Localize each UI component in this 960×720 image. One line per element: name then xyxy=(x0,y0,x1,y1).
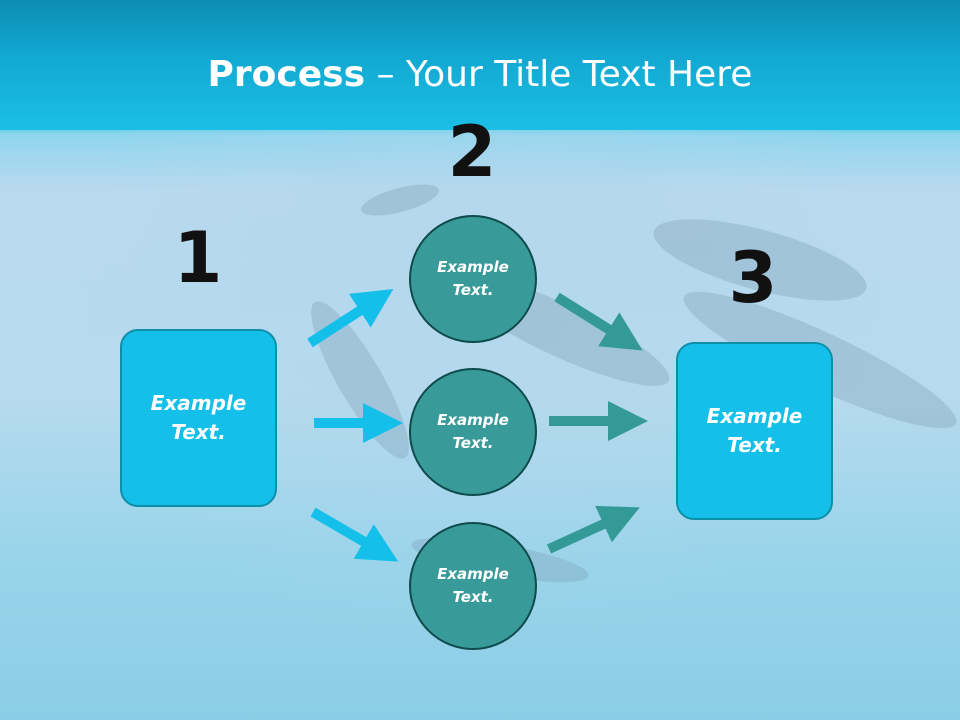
arrow-top-to-right xyxy=(554,292,643,351)
step-number-1: 1 xyxy=(173,217,223,299)
step-number-3: 3 xyxy=(728,237,778,319)
left-box-text: Example Text. xyxy=(150,391,247,444)
left-box: Example Text. xyxy=(120,329,277,507)
right-box-text: Example Text. xyxy=(706,404,803,457)
title-rest: – Your Title Text Here xyxy=(365,54,753,95)
circle-middle: Example Text. xyxy=(409,368,537,496)
circle-bottom: Example Text. xyxy=(409,522,537,650)
circle-bottom-text: Example Text. xyxy=(437,565,509,606)
arrow-left-to-top xyxy=(307,288,394,348)
right-box: Example Text. xyxy=(676,342,833,520)
circle-middle-text: Example Text. xyxy=(437,411,509,452)
arrow-bottom-to-right xyxy=(546,505,640,554)
step-number-2: 2 xyxy=(447,111,497,193)
title-bold: Process xyxy=(207,54,366,95)
title-band xyxy=(0,0,960,130)
slide-title: Process – Your Title Text Here xyxy=(0,52,960,98)
arrow-left-to-bottom xyxy=(310,507,399,562)
circle-top: Example Text. xyxy=(409,215,537,343)
circle-top-text: Example Text. xyxy=(437,258,509,299)
